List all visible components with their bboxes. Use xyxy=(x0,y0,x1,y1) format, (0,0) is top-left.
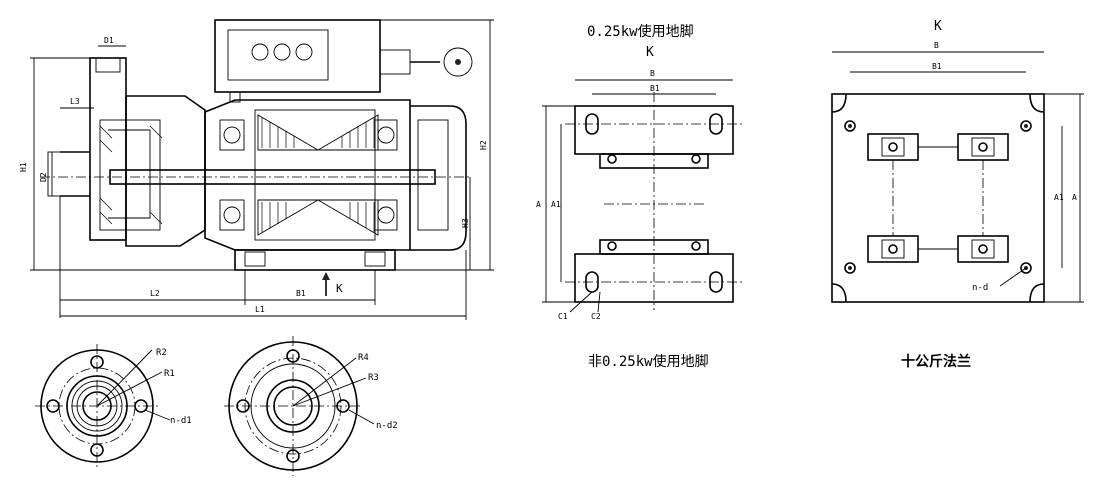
flange-right-view: R4 R3 n-d2 xyxy=(224,336,398,476)
foot-small-b1: B1 xyxy=(650,84,660,93)
foot-large-a: A xyxy=(1072,193,1077,202)
dim-h1: H1 xyxy=(19,162,28,172)
flange-right-r4: R4 xyxy=(358,353,369,363)
dim-h2: H2 xyxy=(479,140,488,150)
flange-left-r1: R1 xyxy=(164,369,175,379)
foot-large-k: K xyxy=(934,19,942,34)
foot-small-a1: A1 xyxy=(551,200,561,209)
foot-small-c2: C2 xyxy=(591,312,601,321)
foot-large-caption: 十公斤法兰 xyxy=(901,353,971,370)
flange-right-nd2: n-d2 xyxy=(376,421,398,431)
dim-d2: D2 xyxy=(39,172,48,182)
foot-large-b: B xyxy=(934,41,939,50)
dim-h3: H3 xyxy=(461,218,470,228)
foot-large-b1: B1 xyxy=(932,62,942,71)
foot-large-view: K B B1 A A1 n-d xyxy=(831,19,1084,370)
flange-right-r3: R3 xyxy=(368,373,379,383)
foot-small-a: A xyxy=(536,200,541,209)
flange-left-nd1: n-d1 xyxy=(170,416,192,426)
view-arrow-k: K xyxy=(336,282,343,295)
foot-small-b: B xyxy=(650,69,655,78)
flange-left-view: R2 R1 n-d1 xyxy=(35,344,192,468)
flange-left-r2: R2 xyxy=(156,348,167,358)
dim-l3: L3 xyxy=(70,97,80,106)
foot-small-title: 0.25kw使用地脚 xyxy=(587,23,694,40)
pump-side-view: D1 L3 H1 D2 H2 H3 L2 B1 L1 K xyxy=(19,19,494,320)
foot-large-nd: n-d xyxy=(972,283,988,293)
foot-small-c1: C1 xyxy=(558,312,568,321)
dim-d1: D1 xyxy=(104,36,114,45)
foot-small-view: 0.25kw使用地脚 K B B1 A A1 C1 C2 非0.2 xyxy=(536,23,745,370)
foot-large-a1: A1 xyxy=(1054,193,1064,202)
dim-l2: L2 xyxy=(150,289,160,298)
dim-b1-side: B1 xyxy=(296,289,306,298)
foot-small-caption: 非0.25kw使用地脚 xyxy=(588,353,709,370)
dim-l1: L1 xyxy=(255,305,265,314)
foot-small-k: K xyxy=(646,45,654,60)
